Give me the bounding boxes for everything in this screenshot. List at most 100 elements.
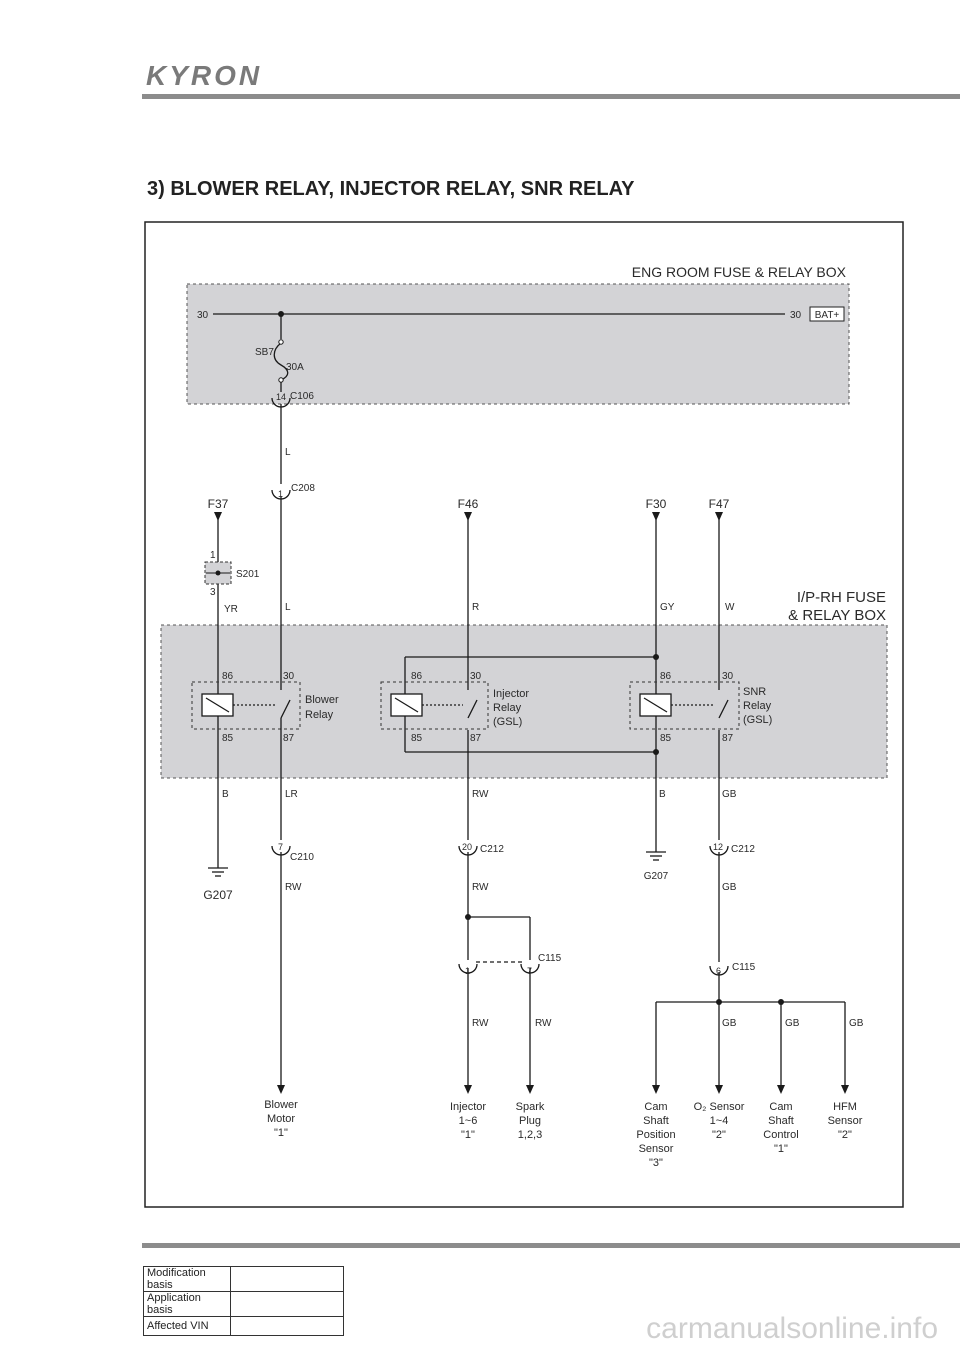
wire-RW-inj: RW	[472, 1018, 489, 1029]
mod-basis-label: Modification basis	[143, 1266, 231, 1292]
inj-p87: 87	[470, 733, 482, 744]
fuse-f47: F47	[709, 497, 730, 511]
c115b-pin: 6	[716, 966, 721, 976]
load-blower-motor-1: Blower	[264, 1099, 298, 1111]
splice-pin-bottom: 3	[210, 587, 216, 598]
load-spark-3: 1,2,3	[518, 1129, 542, 1141]
eng-room-label: ENG ROOM FUSE & RELAY BOX	[632, 264, 847, 280]
fuse-f30: F30	[646, 497, 667, 511]
load-hfm-2: Sensor	[828, 1115, 863, 1127]
kyron-logo: KYRON	[146, 60, 263, 91]
bus-label-right: 30	[790, 310, 802, 321]
blower-p85: 85	[222, 733, 234, 744]
wire-GB-o2: GB	[722, 1018, 737, 1029]
c210-pin: 7	[278, 842, 283, 852]
app-basis-label: Application basis	[143, 1291, 231, 1317]
bat-plus-box	[809, 306, 845, 322]
wire-RW2: RW	[472, 882, 489, 893]
load-cam-pos-4: Sensor	[639, 1143, 674, 1155]
snr-relay-outline	[629, 681, 740, 730]
load-blower-motor-3: "1"	[274, 1127, 288, 1139]
inj-relay-l1: Injector	[493, 688, 529, 700]
c212b-label: C212	[731, 844, 755, 855]
wire-R: R	[472, 602, 479, 613]
load-o2-3: "2"	[712, 1129, 726, 1141]
inj-relay-l3: (GSL)	[493, 716, 522, 728]
c212b-pin: 12	[713, 842, 723, 852]
fuse-f37: F37	[208, 497, 229, 511]
footer-rule	[142, 1243, 960, 1248]
c212a-label: C212	[480, 844, 504, 855]
affected-vin-value	[230, 1316, 344, 1336]
c208-pin: 1	[278, 489, 283, 499]
snr-p87: 87	[722, 733, 734, 744]
diagram-frame	[144, 221, 904, 1208]
fuse-rating: 30A	[286, 362, 304, 373]
wire-GB-hfm: GB	[849, 1018, 864, 1029]
affected-vin-label: Affected VIN	[143, 1316, 231, 1336]
load-cam-ctrl-2: Shaft	[768, 1115, 794, 1127]
load-injector-2: 1~6	[459, 1115, 478, 1127]
load-o2-2: 1~4	[710, 1115, 729, 1127]
eng-room-box	[186, 283, 850, 405]
wire-B1: B	[222, 789, 229, 800]
blower-p86: 86	[222, 671, 234, 682]
load-hfm-3: "2"	[838, 1129, 852, 1141]
app-basis-value	[230, 1291, 344, 1317]
load-injector-3: "1"	[461, 1129, 475, 1141]
inj-p86: 86	[411, 671, 423, 682]
blower-p30: 30	[283, 671, 295, 682]
ground-g207-left: G207	[203, 888, 233, 902]
load-cam-pos-3: Position	[636, 1129, 675, 1141]
inj-p30: 30	[470, 671, 482, 682]
inj-relay-l2: Relay	[493, 702, 522, 714]
snr-p86: 86	[660, 671, 672, 682]
c208-label: C208	[291, 483, 315, 494]
wire-GB-cam: GB	[785, 1018, 800, 1029]
bus-label-left: 30	[197, 310, 209, 321]
load-cam-pos-5: "3"	[649, 1157, 663, 1169]
ground-g207-right: G207	[644, 871, 669, 882]
load-cam-pos-1: Cam	[644, 1101, 667, 1113]
wire-L-lower: L	[285, 602, 291, 613]
c210-label: C210	[290, 852, 314, 863]
wire-RW-blower: RW	[285, 882, 302, 893]
c106-pin: 14	[276, 392, 286, 402]
blower-relay-l1: Blower	[305, 694, 339, 706]
watermark: carmanualsonline.info	[646, 1312, 938, 1345]
wire-GB1: GB	[722, 789, 737, 800]
ip-rh-box	[160, 624, 888, 779]
header-rule	[142, 94, 960, 99]
fuse-sb7-label: SB7	[255, 347, 274, 358]
snr-relay-l2: Relay	[743, 700, 772, 712]
load-injector-1: Injector	[450, 1101, 486, 1113]
load-o2-1: O₂ Sensor	[694, 1101, 745, 1113]
blower-relay-outline	[191, 681, 301, 730]
blower-p87: 87	[283, 733, 295, 744]
wire-RW-spark: RW	[535, 1018, 552, 1029]
load-blower-motor-2: Motor	[267, 1113, 295, 1125]
inj-p85: 85	[411, 733, 423, 744]
load-cam-ctrl-4: "1"	[774, 1143, 788, 1155]
mod-basis-value	[230, 1266, 344, 1292]
c115a-pin1: 1	[465, 966, 470, 976]
snr-p85: 85	[660, 733, 672, 744]
wire-GB2: GB	[722, 882, 737, 893]
fuse-f46: F46	[458, 497, 479, 511]
load-cam-ctrl-1: Cam	[769, 1101, 792, 1113]
load-cam-pos-2: Shaft	[643, 1115, 669, 1127]
snr-p30: 30	[722, 671, 734, 682]
c115a-pin7: 7	[527, 966, 532, 976]
snr-relay-l3: (GSL)	[743, 714, 772, 726]
wire-LR: LR	[285, 789, 298, 800]
snr-relay-l1: SNR	[743, 686, 766, 698]
wire-GY: GY	[660, 602, 675, 613]
bat-plus-label: BAT+	[815, 310, 840, 321]
wire-W: W	[725, 602, 735, 613]
splice-pin-top: 1	[210, 550, 216, 561]
load-cam-ctrl-3: Control	[763, 1129, 798, 1141]
blower-relay-l2: Relay	[305, 709, 334, 721]
modification-table: Modification basis Application basis Aff…	[143, 1266, 344, 1336]
c115b-label: C115	[732, 962, 756, 973]
